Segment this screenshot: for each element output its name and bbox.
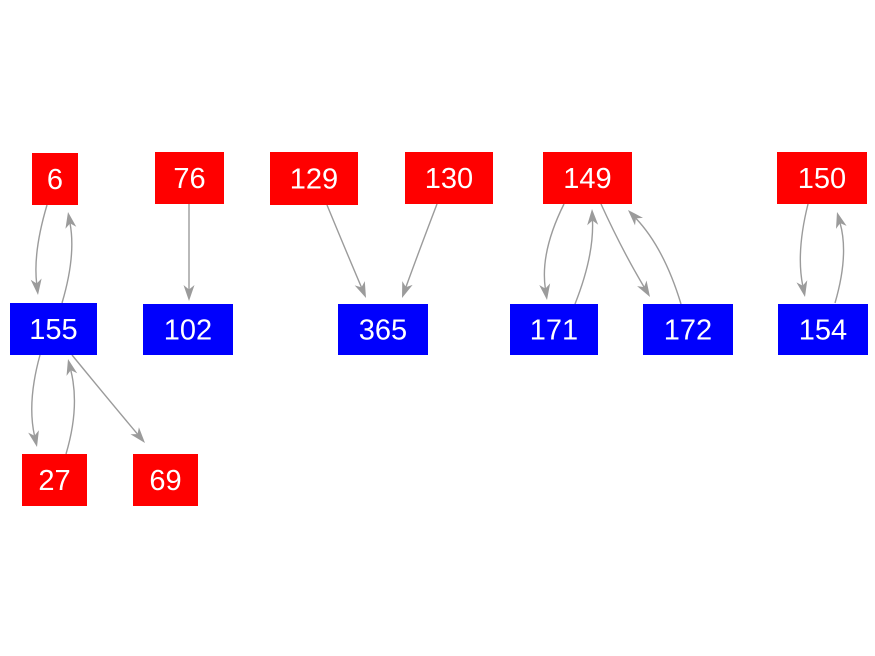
arrowhead-icon [402,281,413,298]
node-label: 172 [664,315,712,347]
edge-line [61,223,73,304]
edge-130-365 [402,203,438,298]
node-box[interactable] [270,152,358,205]
node-129[interactable]: 129 [270,152,358,205]
edge-line [35,204,48,284]
node-label: 76 [173,163,205,195]
arrowhead-icon [587,209,599,226]
edge-line [799,203,809,286]
edge-line [834,222,845,304]
node-box[interactable] [777,152,867,204]
arrowhead-icon [628,210,643,226]
edge-76-102 [183,203,195,301]
edge-154-150 [834,212,847,304]
node-label: 155 [29,314,77,346]
edge-171-149 [574,209,599,305]
node-box[interactable] [338,304,428,355]
edge-line [71,354,139,435]
edge-line [405,203,438,288]
node-150[interactable]: 150 [777,152,867,204]
node-6[interactable]: 6 [32,153,78,205]
node-box[interactable] [133,454,198,506]
node-label: 69 [149,465,181,497]
edge-149-171 [539,203,565,300]
edge-172-149 [628,210,682,305]
edge-line [326,204,363,288]
node-box[interactable] [543,152,632,204]
arrowhead-icon [796,280,808,297]
edge-150-154 [796,203,809,297]
arrowhead-icon [354,281,366,298]
edge-149-172 [600,203,650,297]
node-label: 27 [38,465,70,497]
edge-line [543,203,565,289]
node-label: 365 [359,315,407,347]
edge-27-155 [65,359,78,455]
edge-155-69 [71,354,145,443]
node-box[interactable] [22,454,87,506]
node-label: 129 [290,164,338,196]
arrowhead-icon [539,283,551,300]
arrowhead-icon [836,212,847,229]
node-label: 171 [530,315,578,347]
arrowhead-icon [183,285,195,301]
node-label: 150 [798,163,846,195]
node-171[interactable]: 171 [510,304,598,355]
node-box[interactable] [778,304,868,355]
node-149[interactable]: 149 [543,152,632,204]
arrowhead-icon [130,427,145,443]
node-box[interactable] [143,304,233,355]
edge-155-6 [61,212,77,304]
arrowhead-icon [30,278,42,295]
node-box[interactable] [32,153,78,205]
node-label: 154 [799,315,847,347]
edge-line [600,203,645,288]
edge-line [574,220,594,305]
node-69[interactable]: 69 [133,454,198,506]
node-27[interactable]: 27 [22,454,87,506]
node-label: 6 [47,164,63,196]
edge-6-155 [30,204,48,295]
arrowhead-icon [28,430,39,447]
node-130[interactable]: 130 [405,152,493,204]
node-box[interactable] [10,303,97,355]
node-box[interactable] [643,304,733,355]
node-box[interactable] [405,152,493,204]
node-76[interactable]: 76 [155,152,224,204]
arrowhead-icon [66,359,78,376]
arrowhead-icon [65,212,77,229]
edge-line [65,370,76,455]
node-154[interactable]: 154 [778,304,868,355]
node-155[interactable]: 155 [10,303,97,355]
arrowhead-icon [637,280,650,297]
edge-line [635,217,682,305]
edge-line [31,354,41,436]
node-label: 130 [425,163,473,195]
edge-155-27 [28,354,41,447]
node-102[interactable]: 102 [143,304,233,355]
node-label: 149 [563,163,611,195]
node-label: 102 [164,315,212,347]
node-box[interactable] [510,304,598,355]
node-box[interactable] [155,152,224,204]
node-365[interactable]: 365 [338,304,428,355]
edge-129-365 [326,204,366,298]
node-172[interactable]: 172 [643,304,733,355]
